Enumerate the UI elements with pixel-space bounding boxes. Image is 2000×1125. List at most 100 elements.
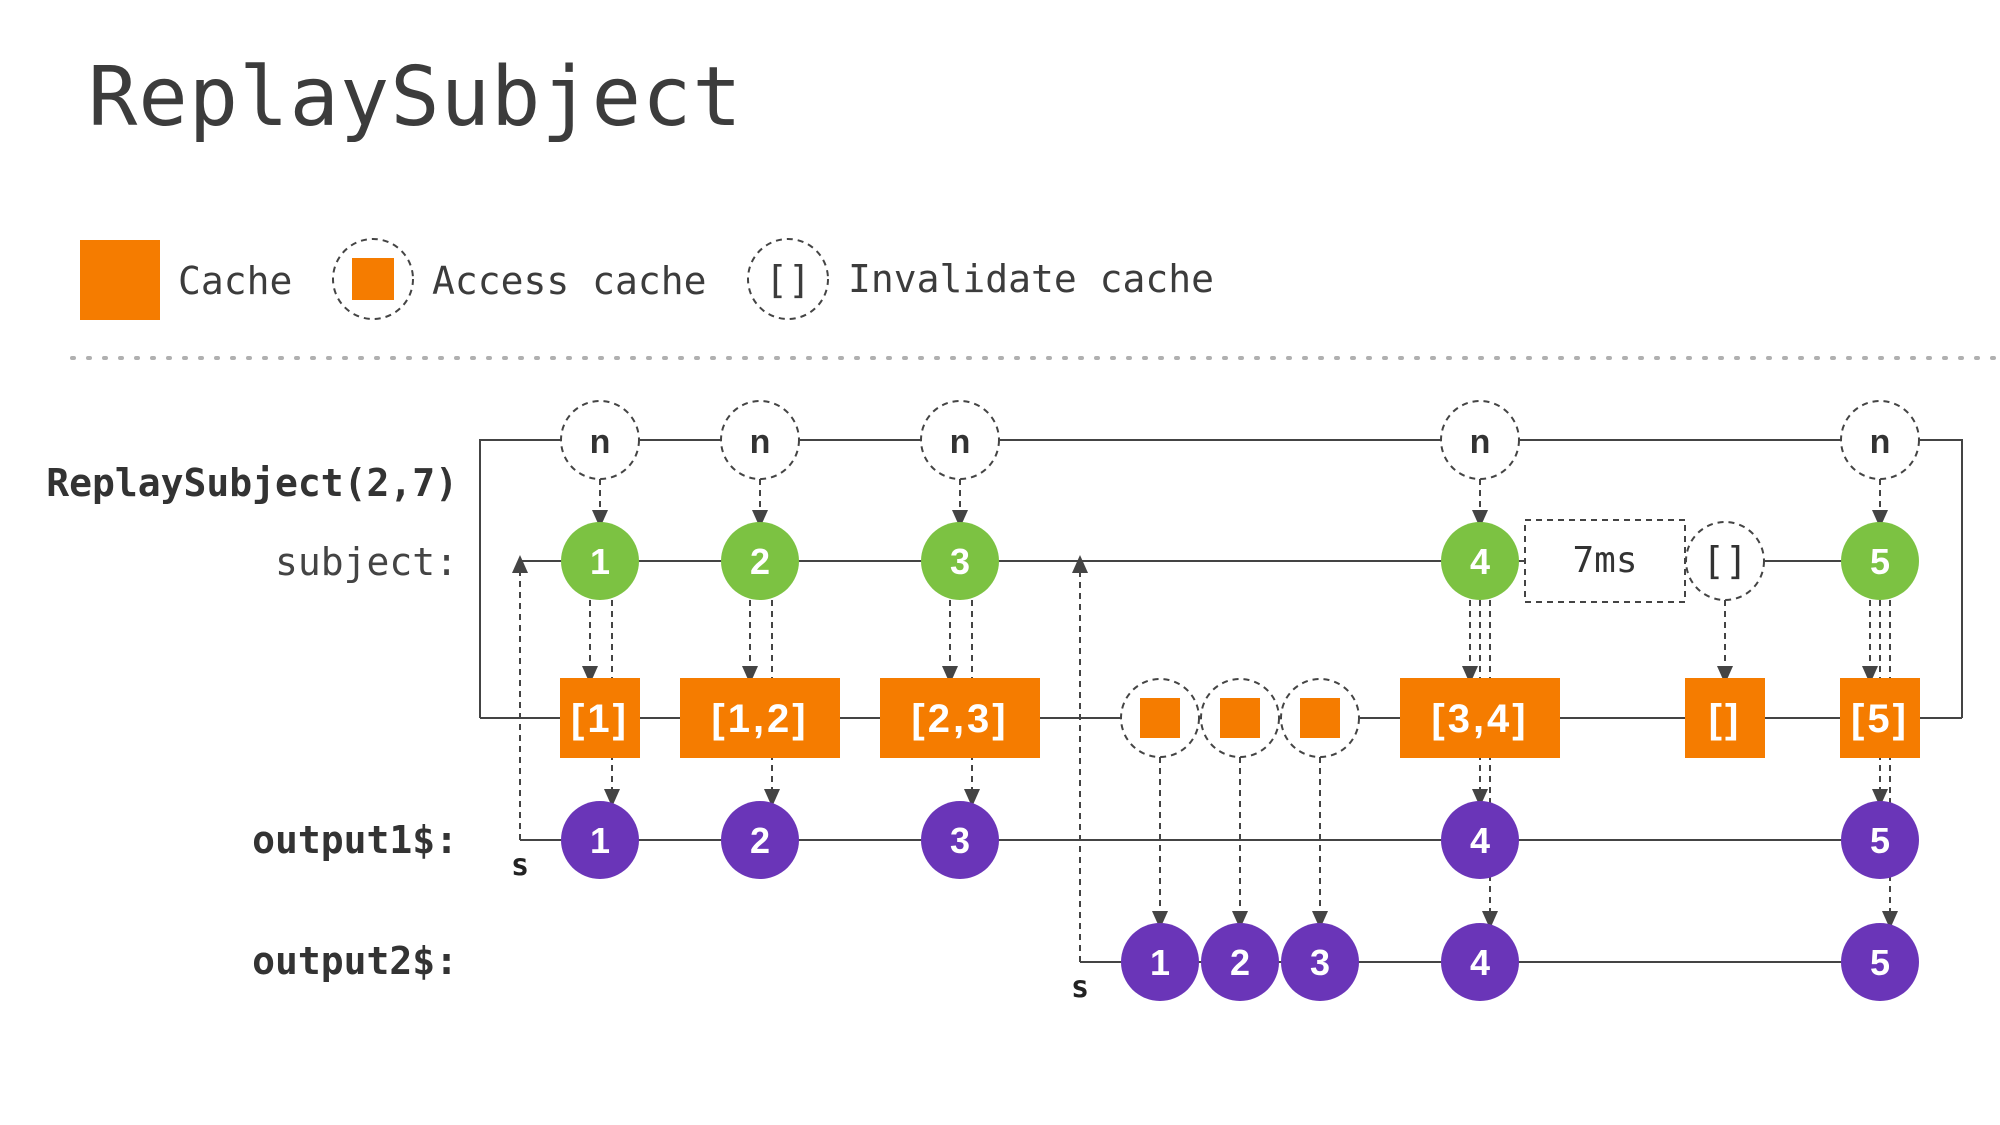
output1-value-4-label: 4 (1470, 820, 1490, 861)
cache-state-3: [2,3] (880, 678, 1040, 758)
output2-value-1-label: 1 (1150, 942, 1170, 983)
cache-state-5-box (1685, 678, 1765, 758)
output1-value-3: 3 (921, 801, 999, 879)
cache-state-3-label: [2,3] (911, 697, 1008, 741)
timeout-label: 7ms (1572, 540, 1637, 581)
cache-state-6-box (1840, 678, 1920, 758)
subject-value-5-label: 5 (1870, 541, 1890, 582)
subject-value-2: 2 (721, 522, 799, 600)
notify-circle-4 (1440, 400, 1520, 480)
notify-circle-3 (920, 400, 1000, 480)
notify-circle-5 (1840, 400, 1920, 480)
notify-label-3: n (950, 423, 971, 461)
subject-value-1-circle (561, 522, 639, 600)
subject-value-2-circle (721, 522, 799, 600)
output1-value-2-label: 2 (750, 820, 770, 861)
subject-value-3: 3 (921, 522, 999, 600)
subject-value-4: 4 (1441, 522, 1519, 600)
cache-state-5: [] (1685, 678, 1765, 758)
output2-value-1-circle (1121, 923, 1199, 1001)
output2-value-5: 5 (1841, 923, 1919, 1001)
cache-state-4-box (1400, 678, 1560, 758)
subject-value-4-circle (1441, 522, 1519, 600)
access-cache-swatch-3 (1300, 698, 1340, 738)
output2-label: output2$: (252, 939, 458, 983)
output1-label: output1$: (252, 818, 458, 862)
subject-value-3-label: 3 (950, 541, 970, 582)
output2-value-4: 4 (1441, 923, 1519, 1001)
nodes-layer: s s n n n n n 1 2 3 4 5 7ms [] [1] [1,2] [2,3] [3,4] [] [5]… (511, 400, 1920, 1005)
output2-value-2-circle (1201, 923, 1279, 1001)
legend-invalidate-symbol: [] (765, 258, 811, 302)
cache-state-2: [1,2] (680, 678, 840, 758)
output1-value-4: 4 (1441, 801, 1519, 879)
cache-state-1: [1] (560, 678, 640, 758)
subject-value-5: 5 (1841, 522, 1919, 600)
legend-access-cache-swatch (352, 258, 394, 300)
subject-value-5-circle (1841, 522, 1919, 600)
notify-label-5: n (1870, 423, 1891, 461)
output1-value-1: 1 (561, 801, 639, 879)
cache-state-1-label: [1] (571, 697, 629, 741)
notify-circle-1 (560, 400, 640, 480)
output1-value-5: 5 (1841, 801, 1919, 879)
output2-value-2: 2 (1201, 923, 1279, 1001)
legend-invalidate-circle (747, 238, 829, 320)
legend: Cache Access cache [] Invalidate cache (80, 238, 1214, 320)
output1-value-2: 2 (721, 801, 799, 879)
invalidate-circle (1685, 521, 1765, 601)
invalidate-circle-label: [] (1702, 539, 1748, 583)
cache-state-4: [3,4] (1400, 678, 1560, 758)
output1-value-1-label: 1 (590, 820, 610, 861)
timeout-box (1524, 519, 1686, 603)
output2-value-1: 1 (1121, 923, 1199, 1001)
output1-value-3-circle (921, 801, 999, 879)
notify-label-2: n (750, 423, 771, 461)
output2-value-4-label: 4 (1470, 942, 1490, 983)
subject-value-3-circle (921, 522, 999, 600)
output1-value-2-circle (721, 801, 799, 879)
cache-state-2-label: [1,2] (711, 697, 808, 741)
output2-value-5-circle (1841, 923, 1919, 1001)
output1-value-4-circle (1441, 801, 1519, 879)
output1-subscribe-marker: s (511, 848, 529, 883)
legend-cache-label: Cache (178, 259, 292, 303)
cache-state-6-label: [5] (1851, 697, 1909, 741)
output1-value-5-circle (1841, 801, 1919, 879)
legend-access-cache-label: Access cache (432, 259, 707, 303)
access-cache-swatch-2 (1220, 698, 1260, 738)
subject-label: subject: (275, 540, 458, 584)
legend-access-cache-circle (332, 238, 414, 320)
subject-value-1: 1 (561, 522, 639, 600)
output1-value-3-label: 3 (950, 820, 970, 861)
access-cache-swatch-1 (1140, 698, 1180, 738)
output2-value-2-label: 2 (1230, 942, 1250, 983)
cache-state-4-label: [3,4] (1431, 697, 1528, 741)
output2-subscribe-marker: s (1071, 970, 1089, 1005)
subject-value-1-label: 1 (590, 541, 610, 582)
cache-state-3-box (880, 678, 1040, 758)
subject-value-4-label: 4 (1470, 541, 1490, 582)
replay-subject-frame-line (479, 439, 1963, 718)
output1-value-5-label: 5 (1870, 820, 1890, 861)
output2-value-3: 3 (1281, 923, 1359, 1001)
notify-circle-2 (720, 400, 800, 480)
cache-state-5-label: [] (1709, 697, 1742, 741)
output1-value-1-circle (561, 801, 639, 879)
output2-value-3-label: 3 (1310, 942, 1330, 983)
notify-label-1: n (590, 423, 611, 461)
cache-state-6: [5] (1840, 678, 1920, 758)
legend-cache-swatch (80, 240, 160, 320)
output2-value-5-label: 5 (1870, 942, 1890, 983)
output2-value-4-circle (1441, 923, 1519, 1001)
page-title: ReplaySubject (88, 50, 743, 145)
notify-label-4: n (1470, 423, 1491, 461)
subject-value-2-label: 2 (750, 541, 770, 582)
replay-subject-label: ReplaySubject(2,7) (46, 461, 458, 505)
legend-invalidate-label: Invalidate cache (848, 257, 1214, 301)
cache-state-1-box (560, 678, 640, 758)
output2-value-3-circle (1281, 923, 1359, 1001)
cache-state-2-box (680, 678, 840, 758)
